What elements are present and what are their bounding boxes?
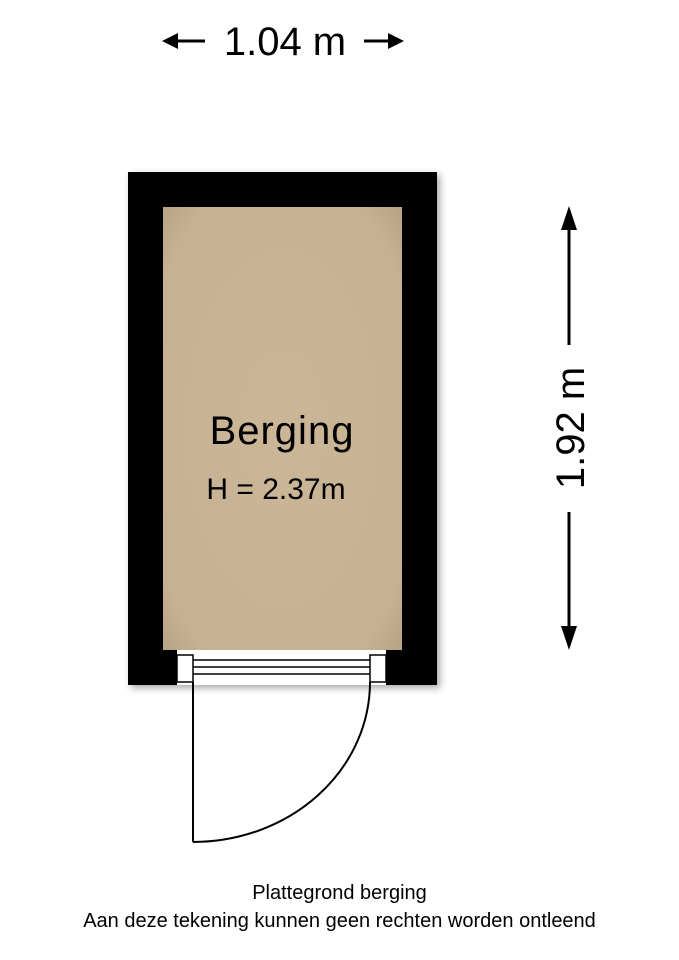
depth-label: 1.92 m <box>549 367 593 489</box>
width-label: 1.04 m <box>224 20 346 64</box>
width-arrow-right-head <box>388 33 404 49</box>
room-name: Berging <box>210 409 355 453</box>
room-floor <box>163 207 402 650</box>
width-arrow-left-head <box>162 33 178 49</box>
door-swing <box>192 681 371 843</box>
plan-title: Plattegrond berging <box>252 882 427 904</box>
door-swing-arc <box>192 681 371 843</box>
depth-dimension: 1.92 m <box>549 206 593 650</box>
door-frame-right <box>369 654 387 683</box>
depth-arrow-bottom-head <box>561 626 577 650</box>
room-height: H = 2.37m <box>206 473 345 506</box>
depth-arrow-top-head <box>561 206 577 230</box>
plan-disclaimer: Aan deze tekening kunnen geen rechten wo… <box>83 910 596 932</box>
door-frame-left <box>176 654 194 683</box>
door-opening <box>176 650 387 685</box>
width-dimension: 1.04 m <box>162 20 404 64</box>
